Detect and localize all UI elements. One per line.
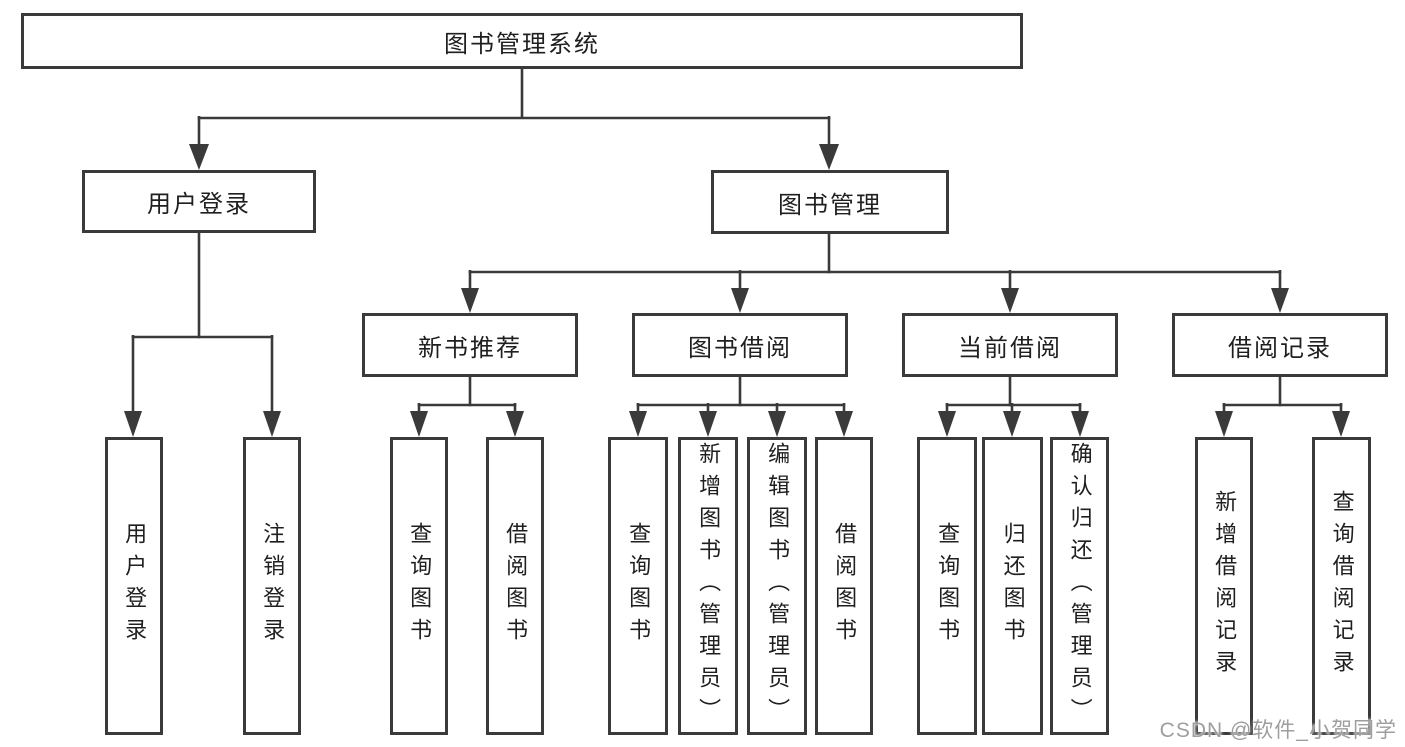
leaf-nbr-query-books: 查询图书 xyxy=(390,437,448,735)
edge-borrowing-records-to-leaves xyxy=(1215,377,1350,437)
leaf-user-login-label: 用户登录 xyxy=(122,522,148,650)
leaf-cb-return-books: 归还图书 xyxy=(982,437,1043,735)
node-root: 图书管理系统 xyxy=(21,13,1023,69)
edge-new-book-recommend-to-leaves xyxy=(410,377,524,437)
leaf-bb-borrow-books-label: 借阅图书 xyxy=(832,522,858,650)
leaf-bb-query-books: 查询图书 xyxy=(608,437,668,735)
leaf-logout: 注销登录 xyxy=(243,437,301,735)
edge-current-borrowing-to-leaves xyxy=(938,377,1089,437)
edge-user-login-to-leaves xyxy=(124,233,281,437)
node-book-borrowing-label: 图书借阅 xyxy=(688,334,792,362)
edge-root-to-level2 xyxy=(189,69,839,170)
leaf-cb-confirm-return-admin: 确认归还（管理员） xyxy=(1050,437,1109,735)
leaf-bb-edit-book-admin-label: 编辑图书（管理员） xyxy=(765,442,791,730)
leaf-br-query-record: 查询借阅记录 xyxy=(1312,437,1371,735)
node-book-management: 图书管理 xyxy=(711,170,949,234)
node-book-borrowing: 图书借阅 xyxy=(632,313,848,377)
leaf-cb-query-books: 查询图书 xyxy=(917,437,977,735)
node-user-login-label: 用户登录 xyxy=(147,191,251,218)
node-user-login: 用户登录 xyxy=(82,170,316,233)
leaf-bb-query-books-label: 查询图书 xyxy=(626,522,652,650)
node-root-label: 图书管理系统 xyxy=(444,30,600,58)
leaf-bb-add-book-admin-label: 新增图书（管理员） xyxy=(696,442,722,730)
leaf-br-query-record-label: 查询借阅记录 xyxy=(1329,490,1355,682)
leaf-bb-borrow-books: 借阅图书 xyxy=(815,437,873,735)
node-book-management-label: 图书管理 xyxy=(778,191,882,219)
node-current-borrowing: 当前借阅 xyxy=(902,313,1118,377)
leaf-br-add-record: 新增借阅记录 xyxy=(1195,437,1253,735)
node-new-book-recommend-label: 新书推荐 xyxy=(418,334,522,362)
leaf-nbr-borrow-books: 借阅图书 xyxy=(486,437,544,735)
leaf-nbr-borrow-books-label: 借阅图书 xyxy=(503,522,529,650)
leaf-nbr-query-books-label: 查询图书 xyxy=(407,522,433,650)
edge-book-borrowing-to-leaves xyxy=(629,377,853,437)
leaf-cb-query-books-label: 查询图书 xyxy=(935,522,961,650)
edge-book-management-to-level3 xyxy=(461,233,1289,313)
node-borrowing-records-label: 借阅记录 xyxy=(1228,334,1332,362)
leaf-br-add-record-label: 新增借阅记录 xyxy=(1212,490,1238,682)
leaf-bb-add-book-admin: 新增图书（管理员） xyxy=(678,437,738,735)
csdn-watermark: CSDN @软件_小贺同学 xyxy=(1159,719,1397,742)
leaf-logout-label: 注销登录 xyxy=(260,522,286,650)
leaf-user-login: 用户登录 xyxy=(105,437,163,735)
node-current-borrowing-label: 当前借阅 xyxy=(958,334,1062,362)
leaf-cb-confirm-return-admin-label: 确认归还（管理员） xyxy=(1067,442,1093,730)
node-borrowing-records: 借阅记录 xyxy=(1172,313,1388,377)
leaf-bb-edit-book-admin: 编辑图书（管理员） xyxy=(747,437,807,735)
node-new-book-recommend: 新书推荐 xyxy=(362,313,578,377)
leaf-cb-return-books-label: 归还图书 xyxy=(1000,522,1026,650)
